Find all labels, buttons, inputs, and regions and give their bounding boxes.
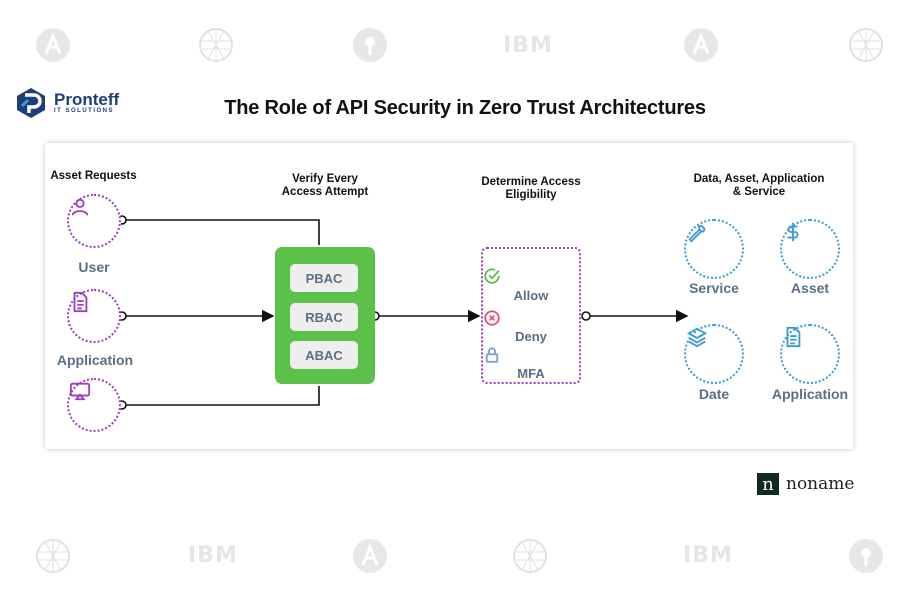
resource-date xyxy=(684,324,744,384)
resource-label-application: Application xyxy=(771,386,849,402)
column-title-resources: Data, Asset, Application & Service xyxy=(693,173,825,198)
wrench-icon xyxy=(688,225,706,243)
noname-mark: n xyxy=(757,473,779,495)
brand-tagline: IT SOLUTIONS xyxy=(54,108,114,114)
watermark-ibm-text: IBM xyxy=(188,543,238,568)
watermark-globe-icon xyxy=(35,538,71,579)
resource-label-date: Date xyxy=(698,386,730,402)
monitor-connector xyxy=(122,386,320,406)
pronteff-logo-icon xyxy=(17,88,45,118)
watermark-globe-icon xyxy=(848,27,884,68)
policy-abac: ABAC xyxy=(290,341,358,369)
resource-application xyxy=(780,324,840,384)
column-title-verify: Verify Every Access Attempt xyxy=(281,173,369,198)
access-eligibility-box: Allow Deny MFA xyxy=(481,247,581,384)
document-icon xyxy=(73,291,88,313)
watermark-logo-icon xyxy=(352,538,388,579)
eligibility-deny: Deny xyxy=(515,329,547,344)
eligibility-mfa: MFA xyxy=(517,366,545,381)
watermark-ibm-text: IBM xyxy=(503,33,553,58)
request-label-user: User xyxy=(78,259,110,275)
monitor-icon xyxy=(69,382,91,401)
watermark-pin-icon xyxy=(352,27,388,68)
layers-icon xyxy=(686,327,708,348)
verify-access-box: PBAC RBAC ABAC xyxy=(275,247,375,384)
resource-label-service: Service xyxy=(689,280,739,296)
column-title-determine: Determine Access Eligibility xyxy=(481,176,581,201)
request-label-application: Application xyxy=(56,352,134,368)
resource-asset xyxy=(780,219,840,279)
check-circle-icon xyxy=(484,268,500,284)
resource-service xyxy=(684,219,744,279)
policy-pbac: PBAC xyxy=(290,264,358,292)
column-title-requests: Asset Requests xyxy=(50,170,137,182)
lock-icon xyxy=(485,347,499,363)
eligibility-allow: Allow xyxy=(513,288,549,303)
watermark-globe-icon xyxy=(512,538,548,579)
watermark-globe-icon xyxy=(198,27,234,68)
watermark-ibm-text: IBM xyxy=(683,543,733,568)
x-circle-icon xyxy=(484,310,500,326)
brand-name: Pronteff xyxy=(54,90,120,109)
request-application xyxy=(67,289,121,343)
resource-label-asset: Asset xyxy=(790,280,830,296)
watermark-logo-icon xyxy=(35,27,71,68)
diagram-card: Asset Requests Verify Every Access Attem… xyxy=(45,143,853,449)
request-user xyxy=(67,194,121,248)
user-connector xyxy=(122,219,320,245)
brand-logo: Pronteff IT SOLUTIONS xyxy=(14,86,119,120)
policy-rbac: RBAC xyxy=(290,303,358,331)
watermark-logo-icon xyxy=(683,27,719,68)
request-monitor xyxy=(67,378,121,432)
partner-logo: n noname xyxy=(757,473,854,495)
document-icon xyxy=(786,326,801,348)
dollar-icon xyxy=(787,222,799,242)
watermark-pin-icon xyxy=(848,538,884,579)
user-icon xyxy=(71,198,89,216)
page-title: The Role of API Security in Zero Trust A… xyxy=(224,97,706,119)
noname-text: noname xyxy=(786,474,855,494)
